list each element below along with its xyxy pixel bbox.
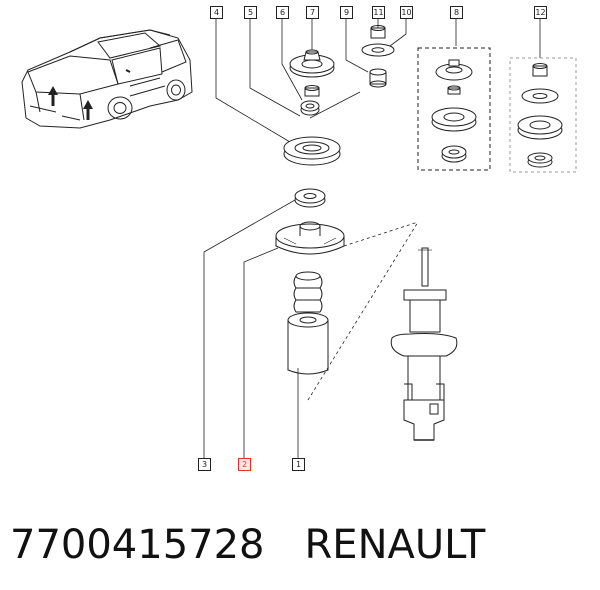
callout-7: 7 <box>306 6 319 19</box>
assembly-dashed-lines <box>307 221 419 401</box>
callout-6: 6 <box>276 6 289 19</box>
callout-9: 9 <box>340 6 353 19</box>
part-number: 7700415728 <box>10 522 265 568</box>
washer <box>361 43 395 57</box>
callout-10: 10 <box>400 6 413 19</box>
kit-8-parts <box>431 59 477 163</box>
nut <box>304 85 320 97</box>
kit-12-parts <box>517 63 563 168</box>
callout-5: 5 <box>244 6 257 19</box>
top-mount-plate <box>289 49 335 78</box>
small-bushing <box>300 100 320 116</box>
spacer <box>369 68 387 88</box>
kit-box-8 <box>417 47 491 171</box>
bump-stop-dust-cover <box>287 271 329 375</box>
part-caption: 7700415728 RENAULT <box>10 510 485 580</box>
exploded-parts-diagram <box>21 18 577 458</box>
callout-1: 1 <box>292 458 305 471</box>
cap-nut <box>370 25 386 39</box>
strut-assembly <box>390 247 458 441</box>
car-illustration <box>21 29 193 129</box>
small-bearing <box>294 188 326 208</box>
leader-lines <box>203 18 541 458</box>
arrow-up-icon <box>48 86 93 120</box>
spring-seat <box>275 221 345 255</box>
callout-3: 3 <box>198 458 211 471</box>
callout-4: 4 <box>210 6 223 19</box>
callout-2: 2 <box>238 458 251 471</box>
callout-8: 8 <box>450 6 463 19</box>
upper-bearing <box>283 136 341 166</box>
kit-box-12 <box>509 57 577 173</box>
callout-11: 11 <box>372 6 385 19</box>
callout-12: 12 <box>534 6 547 19</box>
brand-name: RENAULT <box>304 522 486 568</box>
